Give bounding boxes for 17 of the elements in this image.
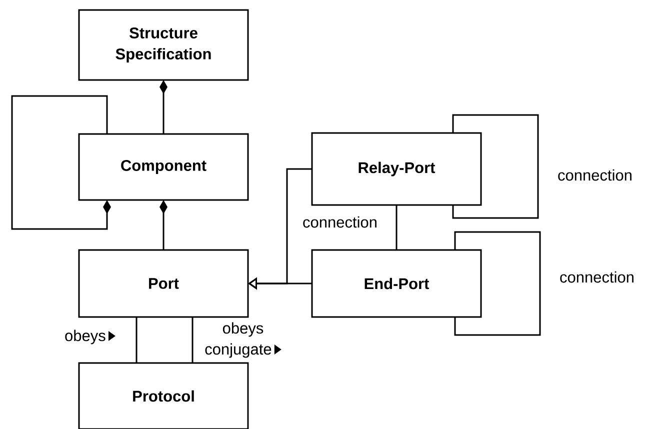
connector [452,114,539,219]
connector [11,95,111,230]
connector [192,317,194,363]
class-box: Component [78,133,249,201]
edge-label: obeys conjugate [194,321,292,359]
class-box: Structure Specification [78,9,249,81]
class-box: Protocol [78,362,249,429]
edge-label: obeys [64,328,116,346]
edge-label: connection [558,270,636,284]
class-box: Relay-Port [311,132,482,206]
connector [396,205,398,250]
edge-label: connection [302,215,378,229]
class-box: Port [78,249,249,318]
connector [454,231,541,336]
edge-label: connection [556,168,634,182]
class-box: End-Port [311,249,482,318]
connector [136,317,138,363]
